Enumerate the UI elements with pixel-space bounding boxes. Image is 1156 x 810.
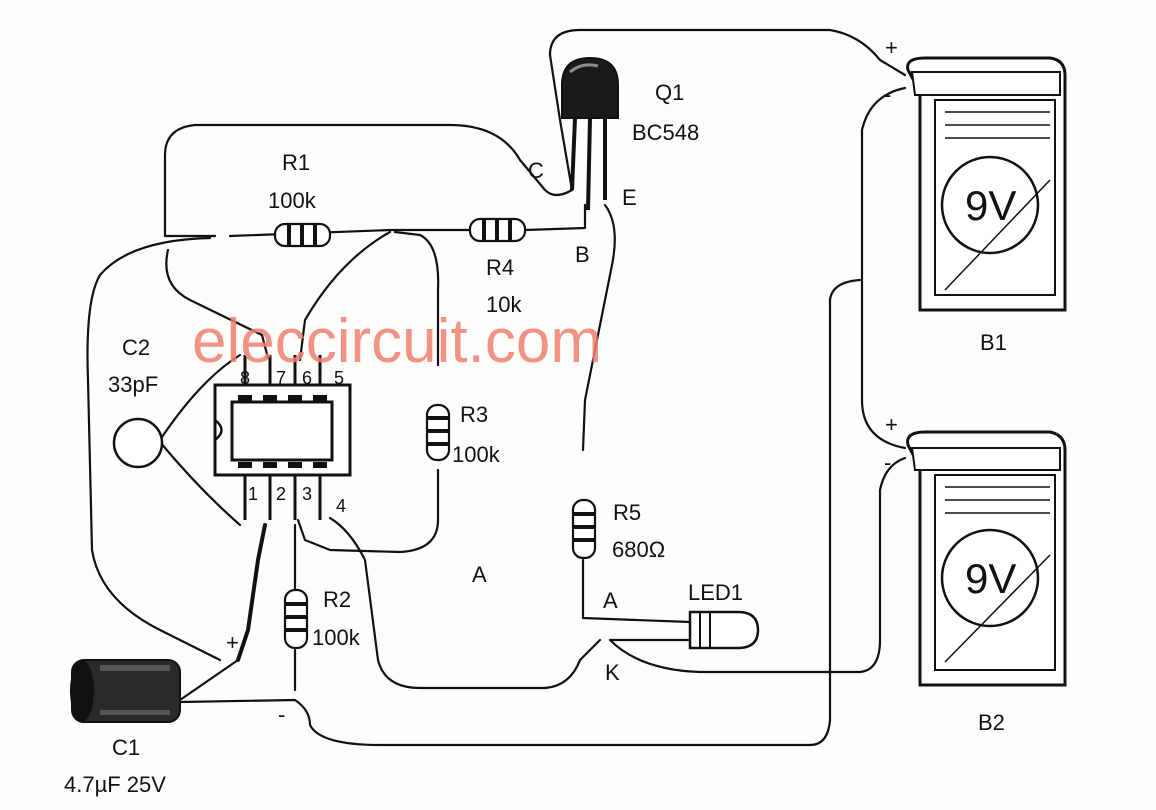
b1-voltage-label: 9V	[965, 182, 1016, 229]
r3-ref-label: R3	[460, 402, 488, 427]
q1-emitter-label: E	[622, 185, 637, 210]
q1-ref-label: Q1	[655, 80, 684, 105]
wire-pin2-c1	[236, 523, 267, 662]
ic-pin-1-label: 1	[248, 484, 258, 504]
c2-capacitor	[112, 417, 164, 469]
ic-pin-2-label: 2	[276, 484, 286, 504]
ic-555	[213, 355, 352, 520]
wire-collector-battery	[548, 28, 907, 192]
b2-voltage-label: 9V	[965, 555, 1016, 602]
wire-r5-led	[581, 558, 692, 624]
ic-pin-7-label: 7	[276, 368, 286, 388]
q1-base-label: B	[575, 242, 590, 267]
r2-ref-label: R2	[323, 587, 351, 612]
q1-collector-label: C	[528, 158, 544, 183]
wire-r3-pin3	[296, 468, 440, 554]
r4-value-label: 10k	[486, 292, 522, 317]
r4-ref-label: R4	[486, 255, 514, 280]
wire-left-loop	[86, 236, 222, 662]
wires	[86, 28, 907, 747]
q1-part-label: BC548	[632, 120, 699, 145]
wire-pin4-led	[328, 516, 602, 690]
c2-ref-label: C2	[122, 335, 150, 360]
wire-junction-pin7	[298, 230, 392, 362]
q1-transistor	[561, 56, 619, 211]
led1-ref-label: LED1	[688, 580, 743, 605]
b2-plus-label: +	[885, 412, 898, 437]
r1-ref-label: R1	[282, 150, 310, 175]
r5-value-label: 680Ω	[612, 537, 665, 562]
r2-resistor	[283, 588, 309, 650]
wire-top-loop	[163, 123, 574, 238]
ic-pin-6-label: 6	[302, 368, 312, 388]
c1-capacitor	[70, 659, 239, 723]
c1-value-label: 4.7µF 25V	[64, 772, 166, 797]
c1-plus-label: +	[226, 630, 239, 655]
r5-ref-label: R5	[613, 500, 641, 525]
b1-minus-label: -	[884, 82, 891, 107]
led1-anode-label: A	[603, 588, 618, 613]
b2-ref-label: B2	[978, 710, 1005, 735]
led1-cathode-label: K	[605, 660, 620, 685]
ic-pin-4-label: 4	[336, 496, 346, 516]
r3-resistor	[425, 403, 451, 462]
c1-minus-label: -	[278, 702, 285, 727]
wire-pin8-loop	[165, 248, 270, 360]
b2-minus-label: -	[884, 450, 891, 475]
wire-led-b2	[608, 456, 907, 674]
c1-ref-label: C1	[112, 735, 140, 760]
r4-resistor	[468, 217, 527, 243]
node-a-label: A	[472, 562, 487, 587]
ic-pin-5-label: 5	[334, 368, 344, 388]
labels: Q1 BC548 C B E R1 100k R4 10k R3 100k R5…	[64, 35, 1016, 797]
wire-c2-pins	[158, 353, 242, 527]
led1	[610, 610, 760, 650]
c2-value-label: 33pF	[108, 372, 158, 397]
ic-pin-3-label: 3	[302, 484, 312, 504]
r1-resistor	[273, 222, 332, 248]
wire-b1-b2	[860, 86, 907, 450]
watermark-text: eleccircuit.com	[192, 307, 602, 376]
r3-value-label: 100k	[452, 442, 501, 467]
r5-resistor	[571, 498, 597, 560]
b1-ref-label: B1	[980, 330, 1007, 355]
b1-plus-label: +	[885, 35, 898, 60]
battery-b2	[906, 430, 1067, 687]
wire-r2-ground	[178, 278, 862, 747]
r2-value-label: 100k	[312, 625, 361, 650]
wire-junction-r3	[393, 230, 440, 367]
battery-b1	[906, 56, 1067, 312]
wire-emitter-r5	[581, 203, 616, 452]
r1-value-label: 100k	[268, 188, 317, 213]
ic-pin-8-label: 8	[240, 368, 250, 388]
